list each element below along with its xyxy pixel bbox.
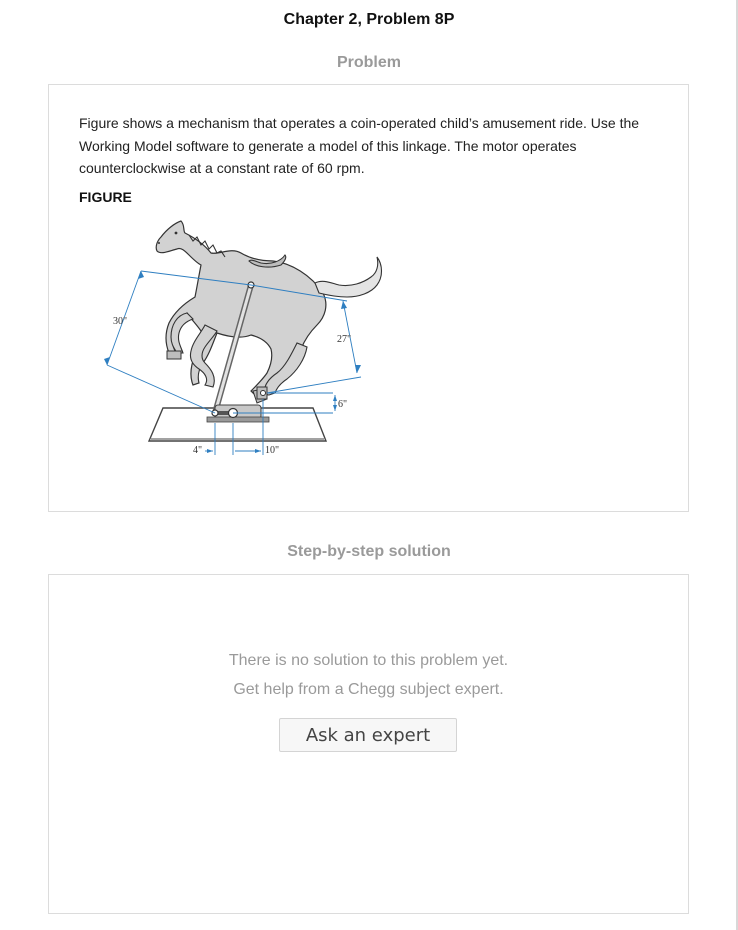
- dimension-lines: [106, 270, 362, 455]
- horse-mane: [188, 234, 226, 258]
- ask-an-expert-button[interactable]: Ask an expert: [279, 718, 457, 752]
- dimension-arrowheads: [104, 271, 361, 453]
- chapter-title: Chapter 2, Problem 8P: [283, 11, 455, 28]
- horse-eye: [174, 231, 178, 235]
- horse-nostril: [158, 242, 160, 244]
- expert-help-message: Get help from a Chegg subject expert.: [233, 681, 504, 698]
- rocker-pivot: [260, 390, 266, 396]
- saddle: [248, 254, 287, 268]
- problem-heading: Problem: [336, 54, 401, 71]
- horse-mechanism-figure: 30" 27" 6" 4" 10": [104, 220, 383, 456]
- connecting-rod-highlight: [213, 283, 253, 415]
- horse-front-leg-2: [189, 324, 218, 388]
- dimension-27: 27": [337, 334, 351, 345]
- dimension-4: 4": [193, 445, 202, 456]
- problem-panel: Figure shows a mechanism that operates a…: [48, 84, 689, 512]
- figure-label: FIGURE: [79, 189, 132, 205]
- front-hoof: [166, 350, 182, 360]
- horse-body: [155, 220, 327, 396]
- no-solution-message: There is no solution to this problem yet…: [228, 652, 509, 669]
- horse-tail: [314, 256, 383, 298]
- dimension-10: 10": [265, 445, 279, 456]
- horse-front-leg: [170, 312, 195, 354]
- problem-text: Figure shows a mechanism that operates a…: [79, 115, 640, 176]
- dimension-6: 6": [338, 399, 347, 410]
- motor-base: [206, 416, 270, 423]
- page-right-border: [736, 0, 738, 930]
- solution-panel: There is no solution to this problem yet…: [48, 574, 689, 914]
- dimension-30: 30": [113, 316, 127, 327]
- solution-heading: Step-by-step solution: [287, 543, 451, 560]
